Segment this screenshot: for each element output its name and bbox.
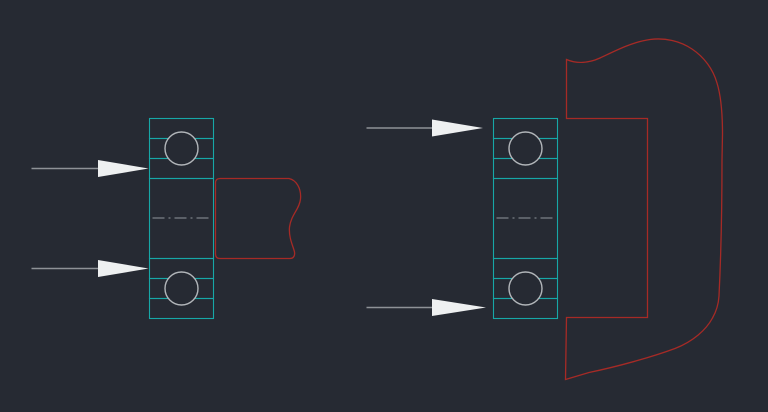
load-arrow-upper-inner-ring bbox=[31, 160, 149, 177]
arrowhead-icon bbox=[98, 260, 149, 277]
figure-bearing-on-shaft bbox=[31, 117, 302, 320]
arrowhead-icon bbox=[432, 119, 483, 137]
arrowhead-icon bbox=[98, 160, 149, 177]
load-arrow-lower-outer-ring bbox=[366, 299, 486, 316]
figure-bearing-in-housing bbox=[366, 38, 724, 381]
shaft-section bbox=[214, 177, 302, 260]
bearing-section-right bbox=[492, 117, 559, 320]
load-arrow-upper-outer-ring bbox=[366, 119, 483, 137]
load-arrow-lower-inner-ring bbox=[31, 260, 149, 277]
housing-section bbox=[564, 38, 724, 381]
bearing-section-left bbox=[148, 117, 215, 320]
arrowhead-icon bbox=[432, 299, 486, 316]
